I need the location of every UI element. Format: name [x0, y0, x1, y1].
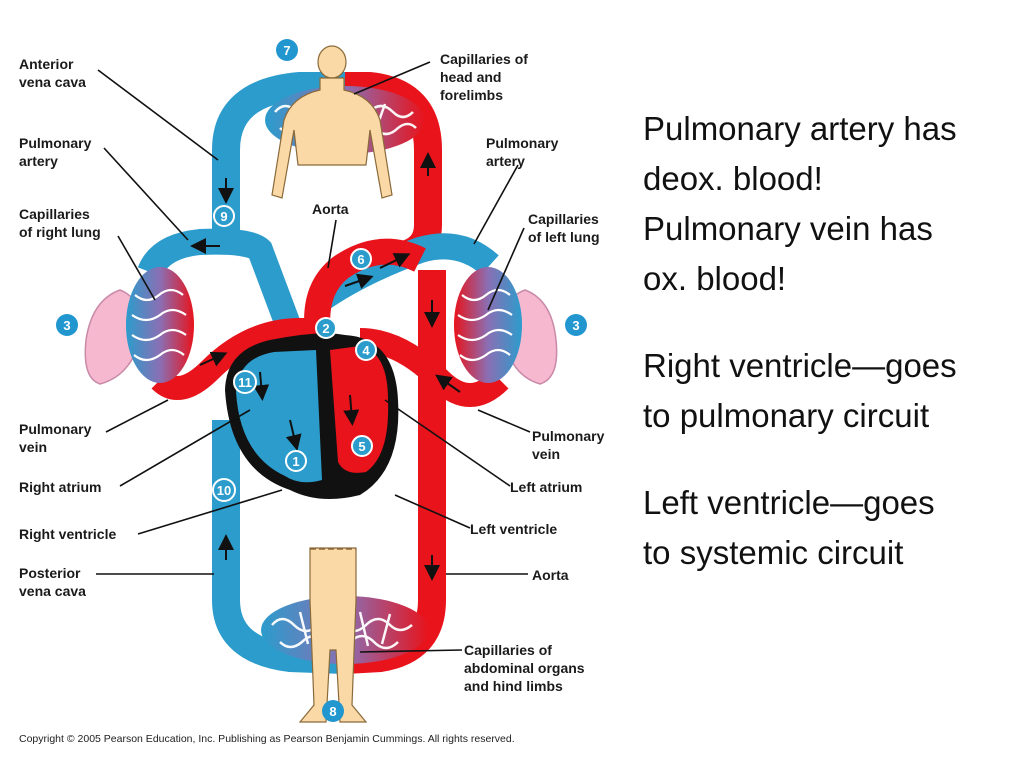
note-line-7: Left ventricle—goes — [643, 484, 935, 521]
pulmonary-artery-left-label-1: Pulmonary — [19, 135, 92, 151]
step-badge-4: 4 — [355, 339, 377, 361]
pulmonary-artery-right-label-1: Pulmonary — [486, 135, 559, 151]
left-lung-capillaries — [454, 267, 522, 383]
leader-lines — [96, 61, 531, 653]
anterior-vena-cava-label-1: Anterior — [19, 56, 74, 72]
capillaries-abdominal-label-3: and hind limbs — [464, 678, 563, 694]
right-atrium-label: Right atrium — [19, 479, 101, 495]
note-line-4: ox. blood! — [643, 260, 787, 297]
svg-text:11: 11 — [238, 375, 252, 390]
capillaries-head-label-3: forelimbs — [440, 87, 503, 103]
circulation-diagram: Anterior vena cava Capillaries of head and… — [19, 39, 605, 745]
pulmonary-vein-right-label-1: Pulmonary — [532, 428, 605, 444]
note-line-1: Pulmonary artery has — [643, 110, 957, 147]
svg-text:1: 1 — [292, 454, 299, 469]
step-badge-10: 10 — [212, 478, 236, 502]
svg-text:3: 3 — [63, 318, 70, 333]
posterior-vena-cava-label-2: vena cava — [19, 583, 86, 599]
svg-text:2: 2 — [322, 321, 329, 336]
note-line-6: to pulmonary circuit — [643, 397, 930, 434]
svg-text:4: 4 — [362, 343, 370, 358]
note-line-8: to systemic circuit — [643, 534, 904, 571]
svg-text:10: 10 — [217, 483, 231, 498]
capillaries-head-label-1: Capillaries of — [440, 51, 528, 67]
step-badge-2: 2 — [315, 317, 337, 339]
svg-text:8: 8 — [329, 704, 336, 719]
note-spacer — [643, 304, 1018, 341]
right-heart-chambers — [236, 350, 322, 483]
step-badge-8: 8 — [322, 700, 344, 722]
capillaries-right-lung-label-2: of right lung — [19, 224, 101, 240]
pulmonary-vein-right-label-2: vein — [532, 446, 560, 462]
step-badge-3-left: 3 — [56, 314, 78, 336]
right-lung-capillaries — [126, 267, 194, 383]
step-badge-6: 6 — [350, 248, 372, 270]
capillaries-head-label-2: head and — [440, 69, 501, 85]
capillaries-abdominal-label-2: abdominal organs — [464, 660, 585, 676]
posterior-vena-cava-label-1: Posterior — [19, 565, 81, 581]
left-ventricle-label: Left ventricle — [470, 521, 557, 537]
copyright-notice: Copyright © 2005 Pearson Education, Inc.… — [19, 733, 515, 745]
slide-notes: Pulmonary artery has deox. blood! Pulmon… — [643, 104, 1018, 578]
capillaries-abdominal-label-1: Capillaries of — [464, 642, 552, 658]
capillaries-left-lung-label-1: Capillaries — [528, 211, 599, 227]
note-spacer — [643, 441, 1018, 478]
svg-text:3: 3 — [572, 318, 579, 333]
anterior-vena-cava-label-2: vena cava — [19, 74, 86, 90]
lower-body-figure — [298, 547, 368, 723]
step-badge-5: 5 — [351, 435, 373, 457]
note-line-2: deox. blood! — [643, 160, 823, 197]
aorta-bottom-label: Aorta — [532, 567, 569, 583]
pulmonary-artery-right-label-2: artery — [486, 153, 525, 169]
step-badge-7: 7 — [276, 39, 298, 61]
aorta-top-label: Aorta — [312, 201, 349, 217]
pulmonary-artery-left-label-2: artery — [19, 153, 58, 169]
svg-text:9: 9 — [220, 209, 227, 224]
pulmonary-vein-left-label-2: vein — [19, 439, 47, 455]
diagram-labels: Anterior vena cava Capillaries of head and… — [19, 51, 605, 694]
left-atrium-label: Left atrium — [510, 479, 582, 495]
svg-text:7: 7 — [283, 43, 290, 58]
step-badge-3-right: 3 — [565, 314, 587, 336]
capillaries-right-lung-label-1: Capillaries — [19, 206, 90, 222]
flow-arrows — [190, 152, 461, 581]
step-badge-9: 9 — [213, 205, 235, 227]
step-badge-11: 11 — [233, 370, 257, 394]
step-badges: 7 9 6 3 3 2 4 11 5 1 10 8 — [56, 39, 587, 722]
step-badge-1: 1 — [285, 450, 307, 472]
note-line-3: Pulmonary vein has — [643, 210, 933, 247]
upper-body-figure — [271, 45, 393, 199]
capillaries-left-lung-label-2: of left lung — [528, 229, 600, 245]
pulmonary-vein-left-label-1: Pulmonary — [19, 421, 92, 437]
note-line-5: Right ventricle—goes — [643, 347, 957, 384]
svg-text:5: 5 — [358, 439, 365, 454]
svg-text:6: 6 — [357, 252, 364, 267]
right-ventricle-label: Right ventricle — [19, 526, 116, 542]
